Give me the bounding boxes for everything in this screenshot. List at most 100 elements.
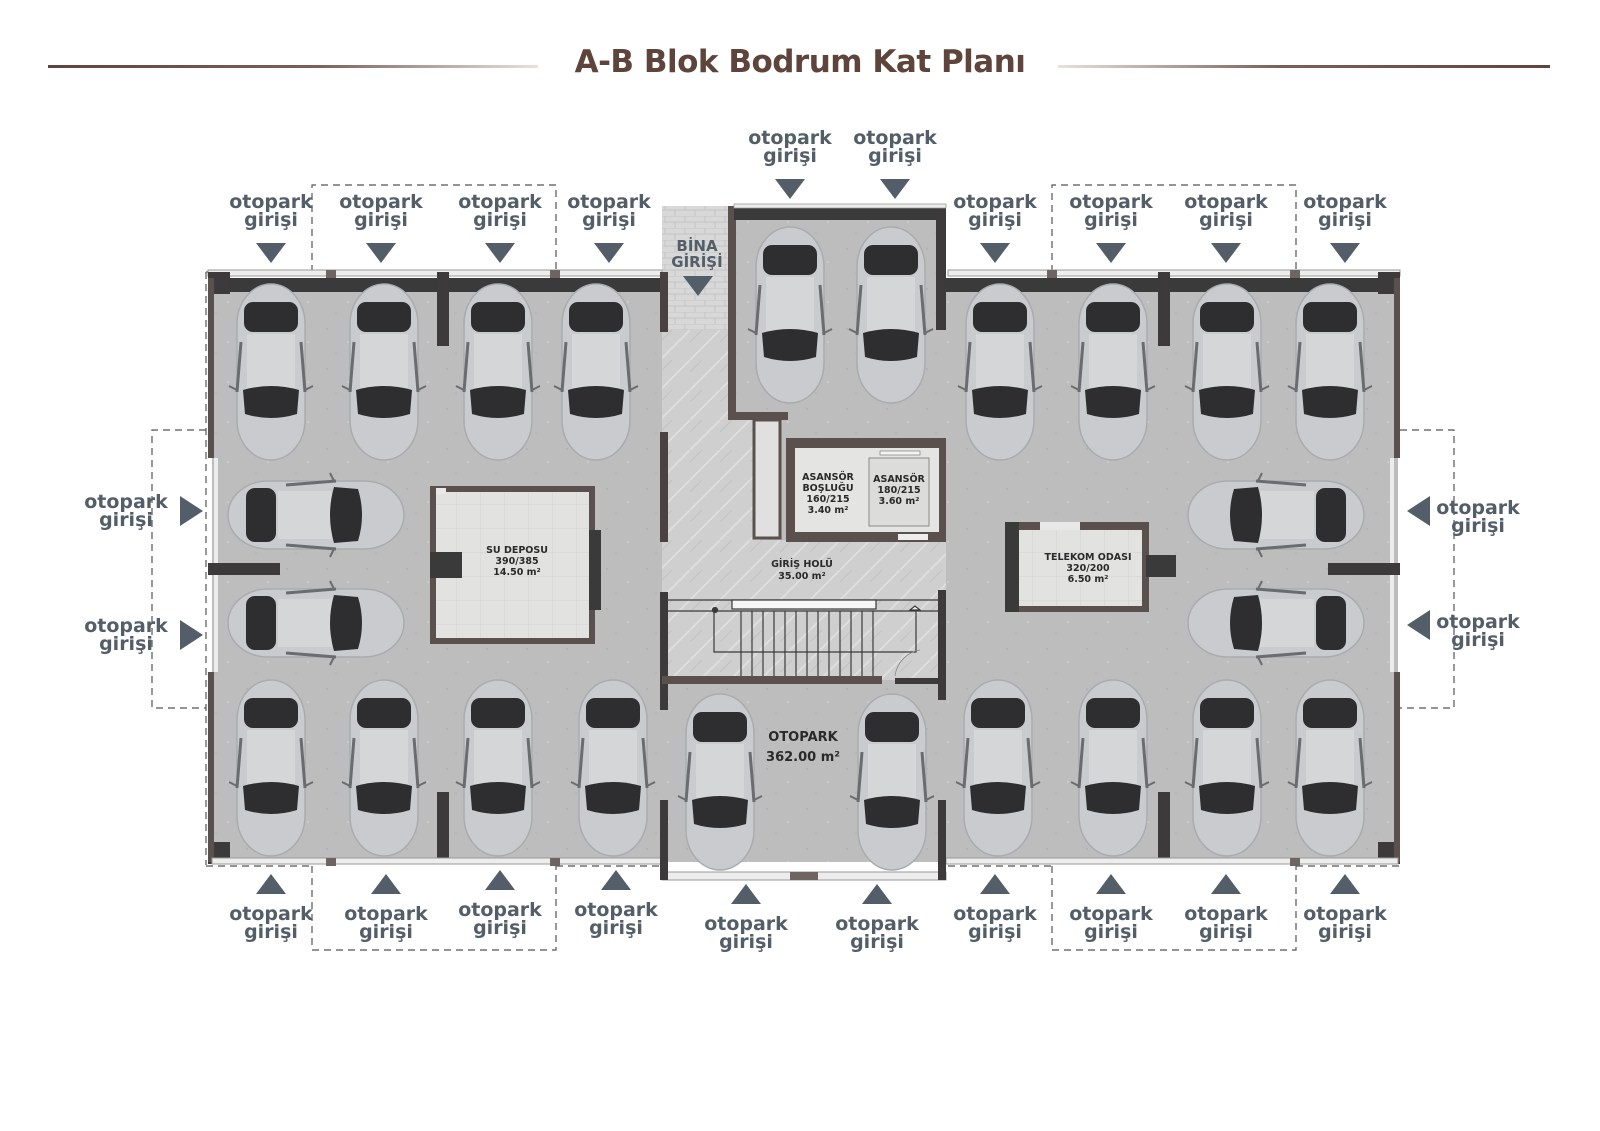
stair-area-floor (668, 600, 940, 680)
page-title: A-B Blok Bodrum Kat Planı (574, 44, 1026, 80)
building-entrance-path (662, 206, 730, 330)
svg-text:BOŞLUĞU: BOŞLUĞU (802, 482, 853, 494)
entrance-label-line1: otopark (574, 899, 658, 921)
entrance-label-line1: otopark (458, 899, 542, 921)
entrance-label-line1: otopark (344, 903, 428, 925)
room-label-otopark: OTOPARK 362.00 m² (766, 730, 840, 765)
svg-text:6.50 m²: 6.50 m² (1068, 574, 1109, 585)
entrance-label-line2: girişi (359, 921, 413, 943)
parking-entrances: otoparkgirişiotoparkgirişiotoparkgirişio… (84, 127, 1520, 953)
svg-text:390/385: 390/385 (495, 556, 538, 567)
entrance-label-line1: otopark (953, 191, 1037, 213)
entrance-label-line2: girişi (719, 931, 773, 953)
entrance-label-line1: otopark (1303, 903, 1387, 925)
down-arrow-icon (256, 243, 286, 263)
parking-space-car (847, 225, 935, 405)
up-arrow-icon (980, 874, 1010, 894)
parking-space-car (1069, 678, 1157, 858)
parking-space-car (340, 678, 428, 858)
parking-space-car (226, 579, 406, 667)
entrance-label-line2: girişi (473, 209, 527, 231)
up-arrow-icon (731, 884, 761, 904)
svg-text:SU DEPOSU: SU DEPOSU (486, 545, 548, 556)
telecom-room (1005, 522, 1176, 612)
svg-text:ASANSÖR: ASANSÖR (873, 474, 925, 485)
entrance-label-line1: otopark (835, 913, 919, 935)
parking-space-car (676, 692, 764, 872)
building-entrance: BİNA GİRİŞİ (671, 236, 723, 296)
down-arrow-icon (1330, 243, 1360, 263)
parking-space-car (454, 678, 542, 858)
entrance-label-line2: girişi (99, 633, 153, 655)
entrance-label-line1: otopark (1069, 191, 1153, 213)
entrance-label-line1: otopark (748, 127, 832, 149)
svg-text:3.60 m²: 3.60 m² (879, 496, 920, 507)
svg-text:35.00 m²: 35.00 m² (778, 571, 825, 582)
parking-space-car (1186, 579, 1366, 667)
entrance-label-line2: girişi (1199, 921, 1253, 943)
left-arrow-icon (1407, 610, 1430, 640)
entrance-label-line1: otopark (1436, 611, 1520, 633)
entrance-label-line2: girişi (244, 921, 298, 943)
down-arrow-icon (1096, 243, 1126, 263)
room-label-su-deposu: SU DEPOSU 390/385 14.50 m² (486, 545, 548, 578)
up-arrow-icon (256, 874, 286, 894)
up-arrow-icon (485, 870, 515, 890)
water-tank-room (430, 486, 601, 644)
title-rule-left (48, 65, 538, 68)
entrance-label-line2: girişi (1318, 921, 1372, 943)
parking-space-car (340, 282, 428, 462)
parking-space-car (454, 282, 542, 462)
down-arrow-icon (880, 179, 910, 199)
parking-space-car (227, 678, 315, 858)
building-entrance-label-line2: GİRİŞİ (671, 252, 722, 271)
entrance-label-line2: girişi (968, 209, 1022, 231)
entrance-label-line2: girişi (582, 209, 636, 231)
entrance-label-line1: otopark (1184, 191, 1268, 213)
down-arrow-icon (775, 179, 805, 199)
staircase (668, 599, 940, 677)
entrance-label-line1: otopark (1184, 903, 1268, 925)
room-label-asansor: ASANSÖR 180/215 3.60 m² (873, 474, 925, 507)
down-arrow-icon (366, 243, 396, 263)
up-arrow-icon (1096, 874, 1126, 894)
parking-space-car (226, 471, 406, 559)
title-rule-right (1058, 65, 1550, 68)
entrance-label-line2: girişi (1199, 209, 1253, 231)
entrance-label-line2: girişi (99, 509, 153, 531)
entrance-label-line2: girişi (868, 145, 922, 167)
entrance-label-line2: girişi (589, 917, 643, 939)
building-entrance-label-line1: BİNA (676, 236, 718, 255)
parking-space-car (569, 678, 657, 858)
entrance-label-line2: girişi (1318, 209, 1372, 231)
up-arrow-icon (601, 870, 631, 890)
entrance-label-line1: otopark (229, 903, 313, 925)
svg-text:ASANSÖR: ASANSÖR (802, 472, 854, 483)
parking-space-car (956, 282, 1044, 462)
right-arrow-icon (180, 620, 203, 650)
svg-text:OTOPARK: OTOPARK (768, 730, 838, 745)
down-arrow-icon (594, 243, 624, 263)
entrance-label-line1: otopark (1303, 191, 1387, 213)
title-bar: A-B Blok Bodrum Kat Planı (0, 40, 1600, 90)
entrance-label-line1: otopark (853, 127, 937, 149)
parking-space-car (1286, 678, 1374, 858)
